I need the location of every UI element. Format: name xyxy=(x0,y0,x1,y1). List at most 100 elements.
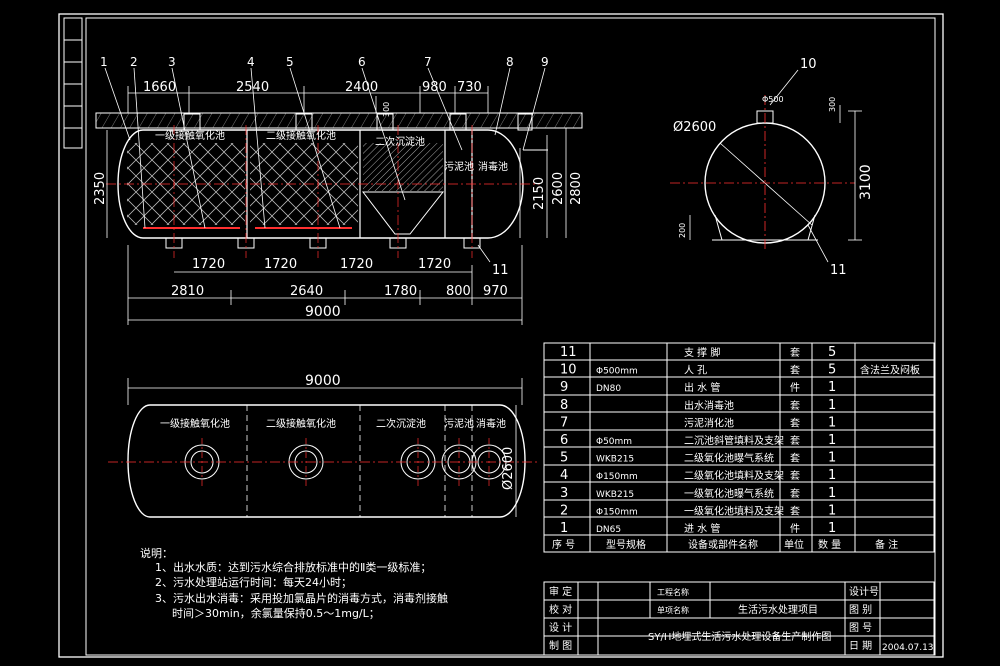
parts-cell: 2 xyxy=(560,503,568,518)
dim-2540: 2540 xyxy=(236,80,269,95)
callout-4: 4 xyxy=(247,55,255,69)
callout-labels: 1 2 3 4 5 6 7 8 9 xyxy=(100,55,549,69)
soil-layer xyxy=(95,112,583,129)
section-diameter: Ø2600 xyxy=(673,120,716,135)
dim-2600-right: 2600 xyxy=(551,172,566,205)
callout-5: 5 xyxy=(286,55,294,69)
plan-chamber-labels: 一级接触氧化池 二级接触氧化池 二次沉淀池 污泥池 消毒池 xyxy=(160,417,506,430)
parts-cell: 套 xyxy=(790,434,800,447)
dim-9000-elevation: 9000 xyxy=(305,304,341,320)
parts-cell: 5 xyxy=(560,451,568,466)
plan-view: 9000 一级接触氧化池 二级接触氧化池 二次沉淀池 污泥池 消毒池 Ø2600 xyxy=(108,373,540,518)
callout-leaders xyxy=(104,67,546,229)
inner-frame xyxy=(85,17,936,656)
callout-10: 10 xyxy=(800,57,817,72)
bottom-dimension-labels: 1720 1720 1720 1720 2810 2640 1780 800 9… xyxy=(171,257,508,320)
outer-frame xyxy=(58,13,944,658)
parts-cell: DN80 xyxy=(596,384,621,394)
parts-cell: Φ500mm xyxy=(596,367,638,377)
parts-cell: 1 xyxy=(828,433,836,448)
dim-2640: 2640 xyxy=(290,284,323,299)
parts-cell: 污泥消化池 xyxy=(684,416,734,429)
dim-1780: 1780 xyxy=(384,284,417,299)
date-value: 2004.07.13 xyxy=(882,643,934,653)
plan-chamber-3: 二次沉淀池 xyxy=(376,417,426,430)
parts-cell: 套 xyxy=(790,452,800,465)
sedimentation-plates xyxy=(363,143,443,191)
parts-table xyxy=(543,342,935,553)
dim-970: 970 xyxy=(483,284,508,299)
section-dims xyxy=(689,69,862,263)
vertical-dimension-lines xyxy=(106,128,567,238)
dim-1720-b: 1720 xyxy=(264,257,297,272)
parts-cell: 3 xyxy=(560,486,568,501)
dim-300-soil: 300 xyxy=(382,102,391,117)
callout-11-leader xyxy=(477,244,491,263)
parts-cell: 出水消毒池 xyxy=(684,399,734,412)
dim-1720-c: 1720 xyxy=(340,257,373,272)
role-design: 设 计 xyxy=(549,621,572,634)
parts-cell: 二沉池斜管填料及支架 xyxy=(684,434,784,447)
parts-cell: 套 xyxy=(790,416,800,429)
plan-dimension-line xyxy=(127,378,523,405)
chamber-labels: 一级接触氧化池 二级接触氧化池 二次沉淀池 污泥池 消毒池 xyxy=(155,129,508,173)
centerlines-v xyxy=(173,125,473,258)
parts-cell: 1 xyxy=(828,398,836,413)
chamber-3-label: 二次沉淀池 xyxy=(375,135,425,148)
parts-cell: 7 xyxy=(560,415,568,430)
plan-chamber-2: 二级接触氧化池 xyxy=(266,417,336,430)
parts-cell: 支 撑 脚 xyxy=(684,346,720,359)
header-name: 设备或部件名称 xyxy=(688,538,758,551)
parts-cell: 套 xyxy=(790,399,800,412)
parts-cell: 1 xyxy=(828,451,836,466)
manholes xyxy=(183,113,533,131)
section-top-dim: 300 xyxy=(828,97,837,112)
parts-cell: 8 xyxy=(560,398,568,413)
callout-2: 2 xyxy=(130,55,138,69)
callout-6: 6 xyxy=(358,55,366,69)
section-base-dim: 200 xyxy=(678,223,687,238)
parts-cell: 含法兰及闷板 xyxy=(860,364,920,377)
parts-cell: 出 水 管 xyxy=(684,381,720,394)
parts-cell: DN65 xyxy=(596,525,621,535)
dim-2150: 2150 xyxy=(532,177,547,210)
parts-cell: 套 xyxy=(790,346,800,359)
callout-7: 7 xyxy=(424,55,432,69)
vertical-dimension-labels: 2350 2150 2600 2800 xyxy=(93,172,584,210)
title-block xyxy=(543,581,935,656)
margin-strip xyxy=(63,17,83,149)
dim-2800: 2800 xyxy=(569,172,584,205)
header-spec: 型号规格 xyxy=(606,538,646,551)
parts-cell: 1 xyxy=(828,468,836,483)
header-unit: 单位 xyxy=(784,538,804,551)
section-view: 10 Φ500 300 Ø2600 3100 200 11 xyxy=(670,57,874,278)
callout-3: 3 xyxy=(168,55,176,69)
callout-9: 9 xyxy=(541,55,549,69)
parts-cell: 1 xyxy=(560,521,568,536)
project-label: 工程名称 xyxy=(657,587,689,597)
parts-cell: 9 xyxy=(560,380,568,395)
chamber-2-label: 二级接触氧化池 xyxy=(266,129,336,142)
elevation-view: 1 2 3 4 5 6 7 8 9 1660 2540 2400 980 730… xyxy=(93,55,584,325)
callout-11-elevation: 11 xyxy=(492,263,509,278)
parts-cell: Φ50mm xyxy=(596,437,632,447)
parts-cell: WKB215 xyxy=(596,490,634,500)
dim-1720-d: 1720 xyxy=(418,257,451,272)
parts-cell: 10 xyxy=(560,363,577,378)
bottom-dimension-lines xyxy=(127,245,523,325)
plan-outline xyxy=(127,404,526,518)
parts-cell: 一级氧化池曝气系统 xyxy=(684,487,774,500)
callout-11-section: 11 xyxy=(830,263,847,278)
parts-cell: 套 xyxy=(790,469,800,482)
parts-cell: 11 xyxy=(560,345,577,360)
note-3: 3、污水出水消毒：采用投加氯晶片的消毒方式，消毒剂接触 xyxy=(155,591,448,605)
manhole-dim: Φ500 xyxy=(762,95,784,104)
parts-cell: 1 xyxy=(828,486,836,501)
parts-cell: 1 xyxy=(828,415,836,430)
notes-title: 说明： xyxy=(140,546,173,560)
parts-cell: 件 xyxy=(790,523,800,535)
plan-chamber-5: 消毒池 xyxy=(476,417,506,430)
header-no: 序 号 xyxy=(552,538,575,551)
parts-cell: 1 xyxy=(828,503,836,518)
